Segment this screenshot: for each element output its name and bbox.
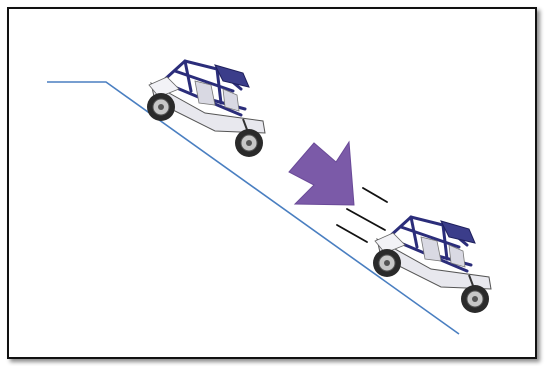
utv-lower [371,215,493,315]
direction-arrow [288,140,355,206]
speed-lines [336,187,388,243]
slope-diagram [47,59,493,335]
diagram-frame [7,7,537,359]
utv-upper [145,59,267,159]
slope-line [47,81,460,335]
